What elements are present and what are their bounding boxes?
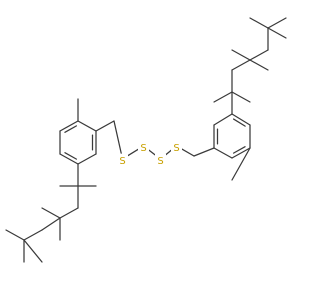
bond-line: [181, 148, 195, 157]
sulfur-halo: [138, 141, 149, 154]
aromatic-double-bond-line: [64, 125, 78, 133]
bond-line: [164, 149, 173, 156]
bond-line: [213, 147, 233, 159]
bond-line: [41, 217, 61, 231]
bond-line: [77, 120, 97, 132]
bond-line: [249, 17, 269, 29]
bond-line: [5, 229, 25, 241]
aromatic-double-bond-line: [64, 152, 78, 160]
bond-line: [267, 27, 287, 39]
sulfur-atom-2: S: [140, 143, 146, 154]
bond-line: [267, 17, 287, 29]
molecule-diagram: S S S S: [5, 17, 287, 263]
bond-line: [23, 239, 43, 263]
bond-line: [59, 120, 79, 132]
aromatic-double-bond-line: [232, 146, 246, 154]
bond-line: [59, 153, 79, 165]
bond-line: [41, 207, 61, 219]
bond-line: [59, 207, 79, 219]
bond-line: [213, 91, 233, 103]
bond-line: [193, 147, 215, 157]
sulfur-halo: [171, 141, 182, 154]
bond-line: [231, 147, 251, 159]
bond-line: [95, 120, 115, 132]
bond-line: [231, 91, 251, 103]
sulfur-atom-4: S: [173, 143, 179, 154]
sulfur-halo: [155, 154, 166, 167]
atom-label-layer: S S S S: [117, 141, 182, 167]
bond-line: [249, 49, 269, 61]
bond-line: [231, 113, 251, 126]
sulfur-atom-1: S: [119, 156, 125, 167]
bond-line: [231, 49, 251, 61]
bond-line: [213, 113, 233, 126]
bond-line: [231, 147, 251, 181]
sulfur-halo: [117, 154, 128, 167]
bond-line: [147, 149, 157, 156]
bond-layer: [5, 17, 287, 263]
bond-line: [249, 59, 269, 71]
aromatic-double-bond-line: [232, 118, 246, 127]
sulfur-atom-3: S: [157, 156, 163, 167]
bond-line: [23, 229, 43, 241]
bond-line: [231, 59, 251, 71]
bond-line: [126, 148, 140, 157]
bond-line: [113, 120, 122, 154]
bond-line: [77, 153, 97, 165]
